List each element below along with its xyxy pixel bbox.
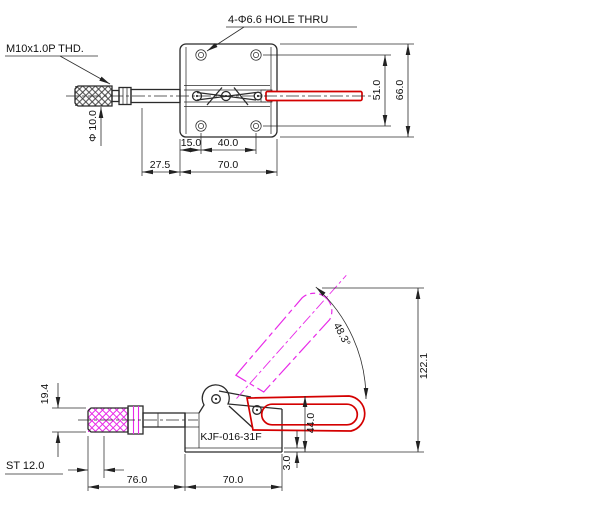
dim-stroke: ST 12.0 xyxy=(5,436,124,491)
mounting-hole-inner xyxy=(198,123,204,129)
dim-text: 3.0 xyxy=(281,456,293,471)
dim-text: 44.0 xyxy=(305,413,317,434)
dim-text: 40.0 xyxy=(218,137,239,149)
dim-thread-height: 19.4 xyxy=(39,383,86,457)
dim-rod-diameter: Φ 10.0 xyxy=(87,107,104,146)
handle-centerline-phantom xyxy=(236,275,347,399)
mounting-holes xyxy=(195,49,262,132)
lever-arm xyxy=(228,405,254,429)
hole-note: 4-Φ6.6 HOLE THRU xyxy=(206,14,357,52)
side-view: KJF-016-31F 48.3° 19.4 ST 12.0 xyxy=(5,275,430,491)
mounting-hole-inner xyxy=(253,123,259,129)
mounting-hole-inner xyxy=(253,52,259,58)
handle-grip-slot xyxy=(260,403,359,426)
dim-text: 66.0 xyxy=(394,80,406,101)
model-label: KJF-016-31F xyxy=(200,431,261,443)
mounting-hole-inner xyxy=(198,52,204,58)
dim-text: 70.0 xyxy=(223,474,244,486)
link-pin xyxy=(252,405,262,415)
dim-text: 19.4 xyxy=(39,384,51,405)
hole-note-text: 4-Φ6.6 HOLE THRU xyxy=(228,14,328,26)
base-body: KJF-016-31F xyxy=(184,384,283,453)
dim-base-x: 76.0 70.0 xyxy=(88,454,283,491)
dim-text: 51.0 xyxy=(371,80,383,101)
dim-text: 27.5 xyxy=(150,159,171,171)
thread-note: M10x1.0P THD. xyxy=(5,43,111,85)
handle-pivot-pin xyxy=(211,394,221,404)
stroke-label: ST 12.0 xyxy=(6,460,44,472)
spindle xyxy=(78,405,198,435)
toggle-link xyxy=(233,87,249,106)
leader-line xyxy=(59,55,111,85)
mounting-hole xyxy=(195,120,207,132)
dim-text: 70.0 xyxy=(218,159,239,171)
dim-open-height: 122.1 xyxy=(284,287,430,453)
dim-text: 122.1 xyxy=(418,353,430,379)
leader-line xyxy=(206,26,245,52)
lever-arm xyxy=(218,390,252,398)
mounting-hole xyxy=(250,49,262,61)
dim-hole-pitch-y: 51.0 xyxy=(263,54,391,127)
dim-bar-height: 44.0 xyxy=(302,396,317,452)
body-top-outline xyxy=(198,384,283,414)
mounting-hole xyxy=(250,120,262,132)
plate-outline xyxy=(179,43,278,138)
mounting-hole xyxy=(195,49,207,61)
dim-text: 76.0 xyxy=(127,474,148,486)
top-view: 4-Φ6.6 HOLE THRU M10x1.0P THD. Φ 10.0 15… xyxy=(5,14,414,176)
dim-text: 15.0 xyxy=(181,137,202,149)
dim-plate-x: 27.5 70.0 xyxy=(141,108,278,176)
thread-outline xyxy=(74,85,113,107)
mounting-plate xyxy=(179,43,278,138)
dim-plate-height: 66.0 xyxy=(280,43,414,138)
dim-text: Φ 10.0 xyxy=(87,110,99,142)
angle-arc xyxy=(315,286,369,400)
thread-note-text: M10x1.0P THD. xyxy=(6,43,84,55)
